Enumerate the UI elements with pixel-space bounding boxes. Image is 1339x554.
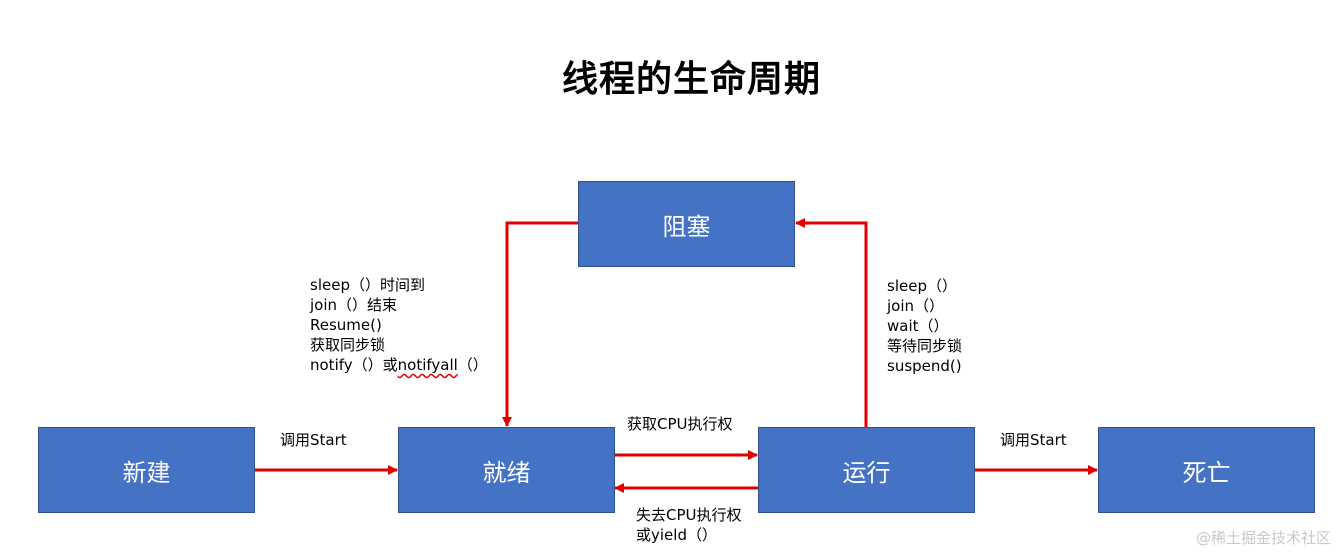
notifyall-parens: （） <box>457 356 488 374</box>
arrow-blocked-to-ready <box>502 221 578 427</box>
state-blocked-label: 阻塞 <box>662 212 711 241</box>
notifyall-text: notifyall <box>397 356 458 374</box>
state-new-label: 新建 <box>122 458 171 487</box>
state-dead: 死亡 <box>1098 427 1315 513</box>
state-blocked: 阻塞 <box>578 181 795 267</box>
label-blocked-to-ready-line: join（）结束 <box>310 296 398 314</box>
label-running-to-ready-line: 失去CPU执行权 <box>636 506 742 524</box>
label-running-to-blocked-line: 等待同步锁 <box>887 337 963 355</box>
label-blocked-to-ready: sleep（）时间到 join（）结束 Resume() 获取同步锁 notif… <box>310 275 488 375</box>
label-start-running-to-dead-text: 调用Start <box>1000 431 1067 449</box>
label-blocked-to-ready-line: 获取同步锁 <box>310 336 386 354</box>
label-start-running-to-dead: 调用Start <box>1000 430 1067 450</box>
label-blocked-to-ready-line: Resume() <box>310 316 382 334</box>
state-running-label: 运行 <box>842 458 891 487</box>
label-running-to-blocked-line: suspend() <box>887 357 962 375</box>
state-new: 新建 <box>38 427 255 513</box>
watermark-text: @稀土掘金技术社区 <box>1195 529 1331 547</box>
label-ready-to-running: 获取CPU执行权 <box>627 414 733 434</box>
label-start-new-to-ready: 调用Start <box>280 430 347 450</box>
arrow-running-to-blocked <box>795 218 868 427</box>
label-ready-to-running-text: 获取CPU执行权 <box>627 415 733 433</box>
watermark: @稀土掘金技术社区 <box>1196 527 1331 548</box>
label-running-to-blocked-line: wait（） <box>887 317 949 335</box>
label-running-to-ready: 失去CPU执行权 或yield（） <box>636 505 742 545</box>
label-start-new-to-ready-text: 调用Start <box>280 431 347 449</box>
label-running-to-blocked-line: sleep（） <box>887 277 957 295</box>
label-running-to-ready-line: 或yield（） <box>636 526 717 544</box>
state-ready-label: 就绪 <box>482 458 531 487</box>
state-ready: 就绪 <box>398 427 615 513</box>
diagram-title: 线程的生命周期 <box>0 50 1339 102</box>
state-running: 运行 <box>758 427 975 513</box>
label-running-to-blocked-line: join（） <box>887 297 945 315</box>
label-blocked-to-ready-line: sleep（）时间到 <box>310 276 425 294</box>
label-blocked-to-ready-line: notify（）或notifyall（） <box>310 355 488 375</box>
notify-text: notify（）或 <box>310 356 398 374</box>
state-dead-label: 死亡 <box>1182 458 1231 487</box>
diagram-title-text: 线程的生命周期 <box>561 59 821 100</box>
label-running-to-blocked: sleep（） join（） wait（） 等待同步锁 suspend() <box>887 276 962 376</box>
